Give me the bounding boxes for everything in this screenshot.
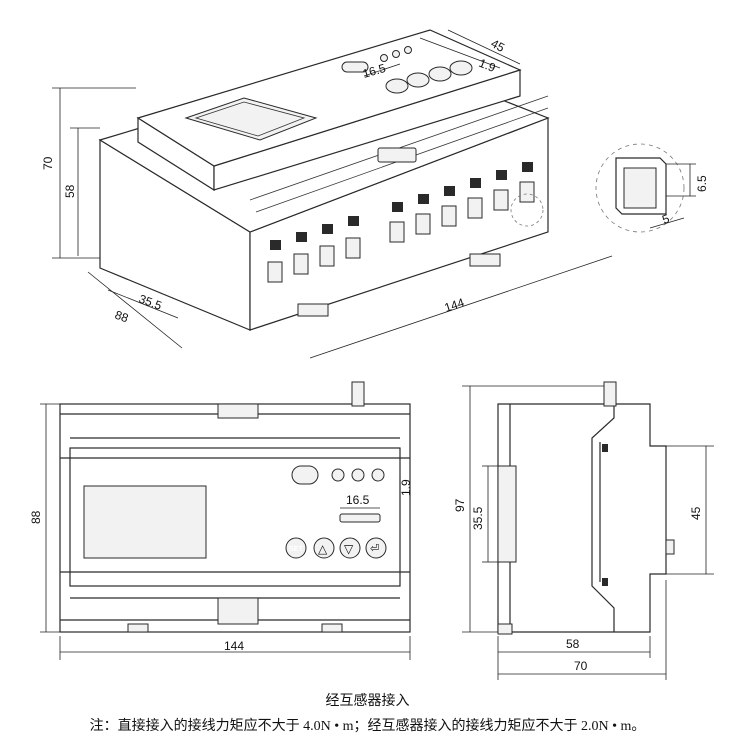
enter-button [365,537,387,559]
clip-detail [595,143,696,233]
side-dim-35-5: 35.5 [471,506,485,530]
side-view [462,381,714,680]
bottom-clip [217,597,259,625]
front-dim-16-5: 16.5 [346,493,370,507]
up-button-glyph: △ [318,542,328,556]
iso-dim-70: 70 [41,156,55,170]
top-clip [217,403,259,419]
clip-dim-6-5: 6.5 [695,175,709,192]
front-dim-1-9: 1.9 [399,479,413,496]
front-dim-88: 88 [29,510,43,524]
iso-dim-58: 58 [63,184,77,198]
iso-dim-1-9: 1.9 [477,56,498,75]
isometric-view [52,29,613,359]
iso-dim-45: 45 [489,36,508,55]
side-dim-45: 45 [689,506,703,520]
button-oval-iso [341,61,369,73]
set-button [285,537,307,559]
terminals-right [389,162,544,243]
side-dim-58: 58 [566,637,580,651]
display-slot [339,513,381,523]
enter-button-glyph: ⏎ [370,543,379,555]
down-button-glyph: ▽ [344,542,354,556]
iso-dim-16-5: 16.5 [361,61,388,81]
iso-dim-144: 144 [443,295,467,315]
front-dim-144: 144 [224,639,244,653]
caption-title: 经互感器接入 [325,694,410,709]
side-dim-70: 70 [574,659,588,673]
clip-dim-5: 5 [660,211,671,227]
down-button [339,537,361,559]
side-dim-97: 97 [453,498,467,512]
caption-note: 注：直接接入的接线力矩应不大于 4.0N • m；经互感器接入的接线力矩应不大于… [89,719,646,734]
terminals-left [267,216,361,283]
front-view [40,381,411,660]
latch-clip-iso [377,147,417,163]
iso-dim-88: 88 [113,308,131,326]
lcd-display [83,485,207,559]
display-window-iso [184,97,318,141]
up-button [313,537,335,559]
oval-button [291,465,319,485]
set-button-label: SET [289,546,303,553]
iso-dim-35-5: 35.5 [137,292,164,313]
